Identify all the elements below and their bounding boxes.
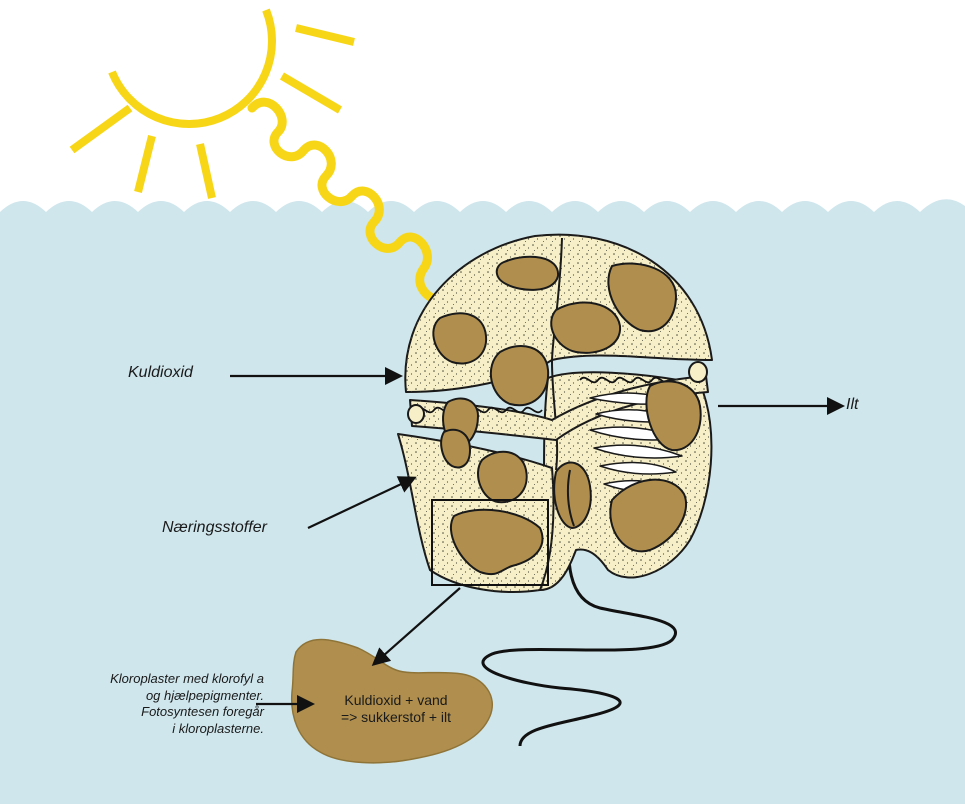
chloroplast-label-line: Kloroplaster med klorofyl a [18,671,264,688]
chloroplast-label-line: Fotosyntesen foregår [18,704,264,721]
carbon-dioxide-label: Kuldioxid [128,364,193,382]
sulcus [554,463,591,528]
photosynthesis-formula: Kuldioxid + vand => sukkerstof + ilt [300,692,492,726]
chloroplast-label-line: i kloroplasterne. [18,721,264,738]
formula-line: Kuldioxid + vand [300,692,492,709]
sun-icon [72,10,354,198]
nutrients-label: Næringsstoffer [162,519,267,537]
oxygen-label: Ilt [846,396,858,414]
formula-line: => sukkerstof + ilt [300,709,492,726]
chloroplast-label: Kloroplaster med klorofyl a og hjælpepig… [18,671,264,737]
chloroplast-label-line: og hjælpepigmenter. [18,688,264,705]
